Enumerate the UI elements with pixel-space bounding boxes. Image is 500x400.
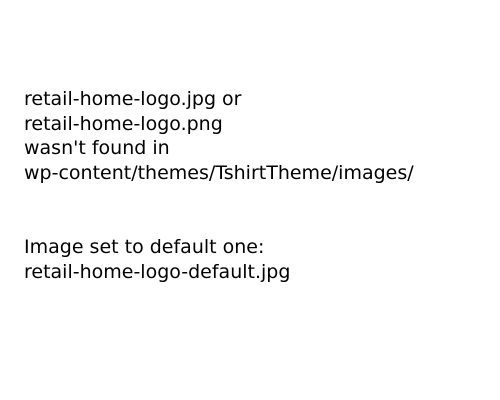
- default-image-message: Image set to default one: retail-home-lo…: [24, 235, 290, 284]
- message-line-3: wasn't found in: [24, 137, 170, 159]
- message-line-2: retail-home-logo.png: [24, 112, 223, 135]
- not-found-message: retail-home-logo.jpg or retail-home-logo…: [24, 87, 414, 185]
- message-line-4: wp-content/themes/TshirtTheme/images/: [24, 161, 414, 184]
- default-message-line-1: Image set to default one:: [24, 236, 265, 258]
- default-message-line-2: retail-home-logo-default.jpg: [24, 260, 291, 283]
- message-line-1: retail-home-logo.jpg or: [24, 88, 242, 110]
